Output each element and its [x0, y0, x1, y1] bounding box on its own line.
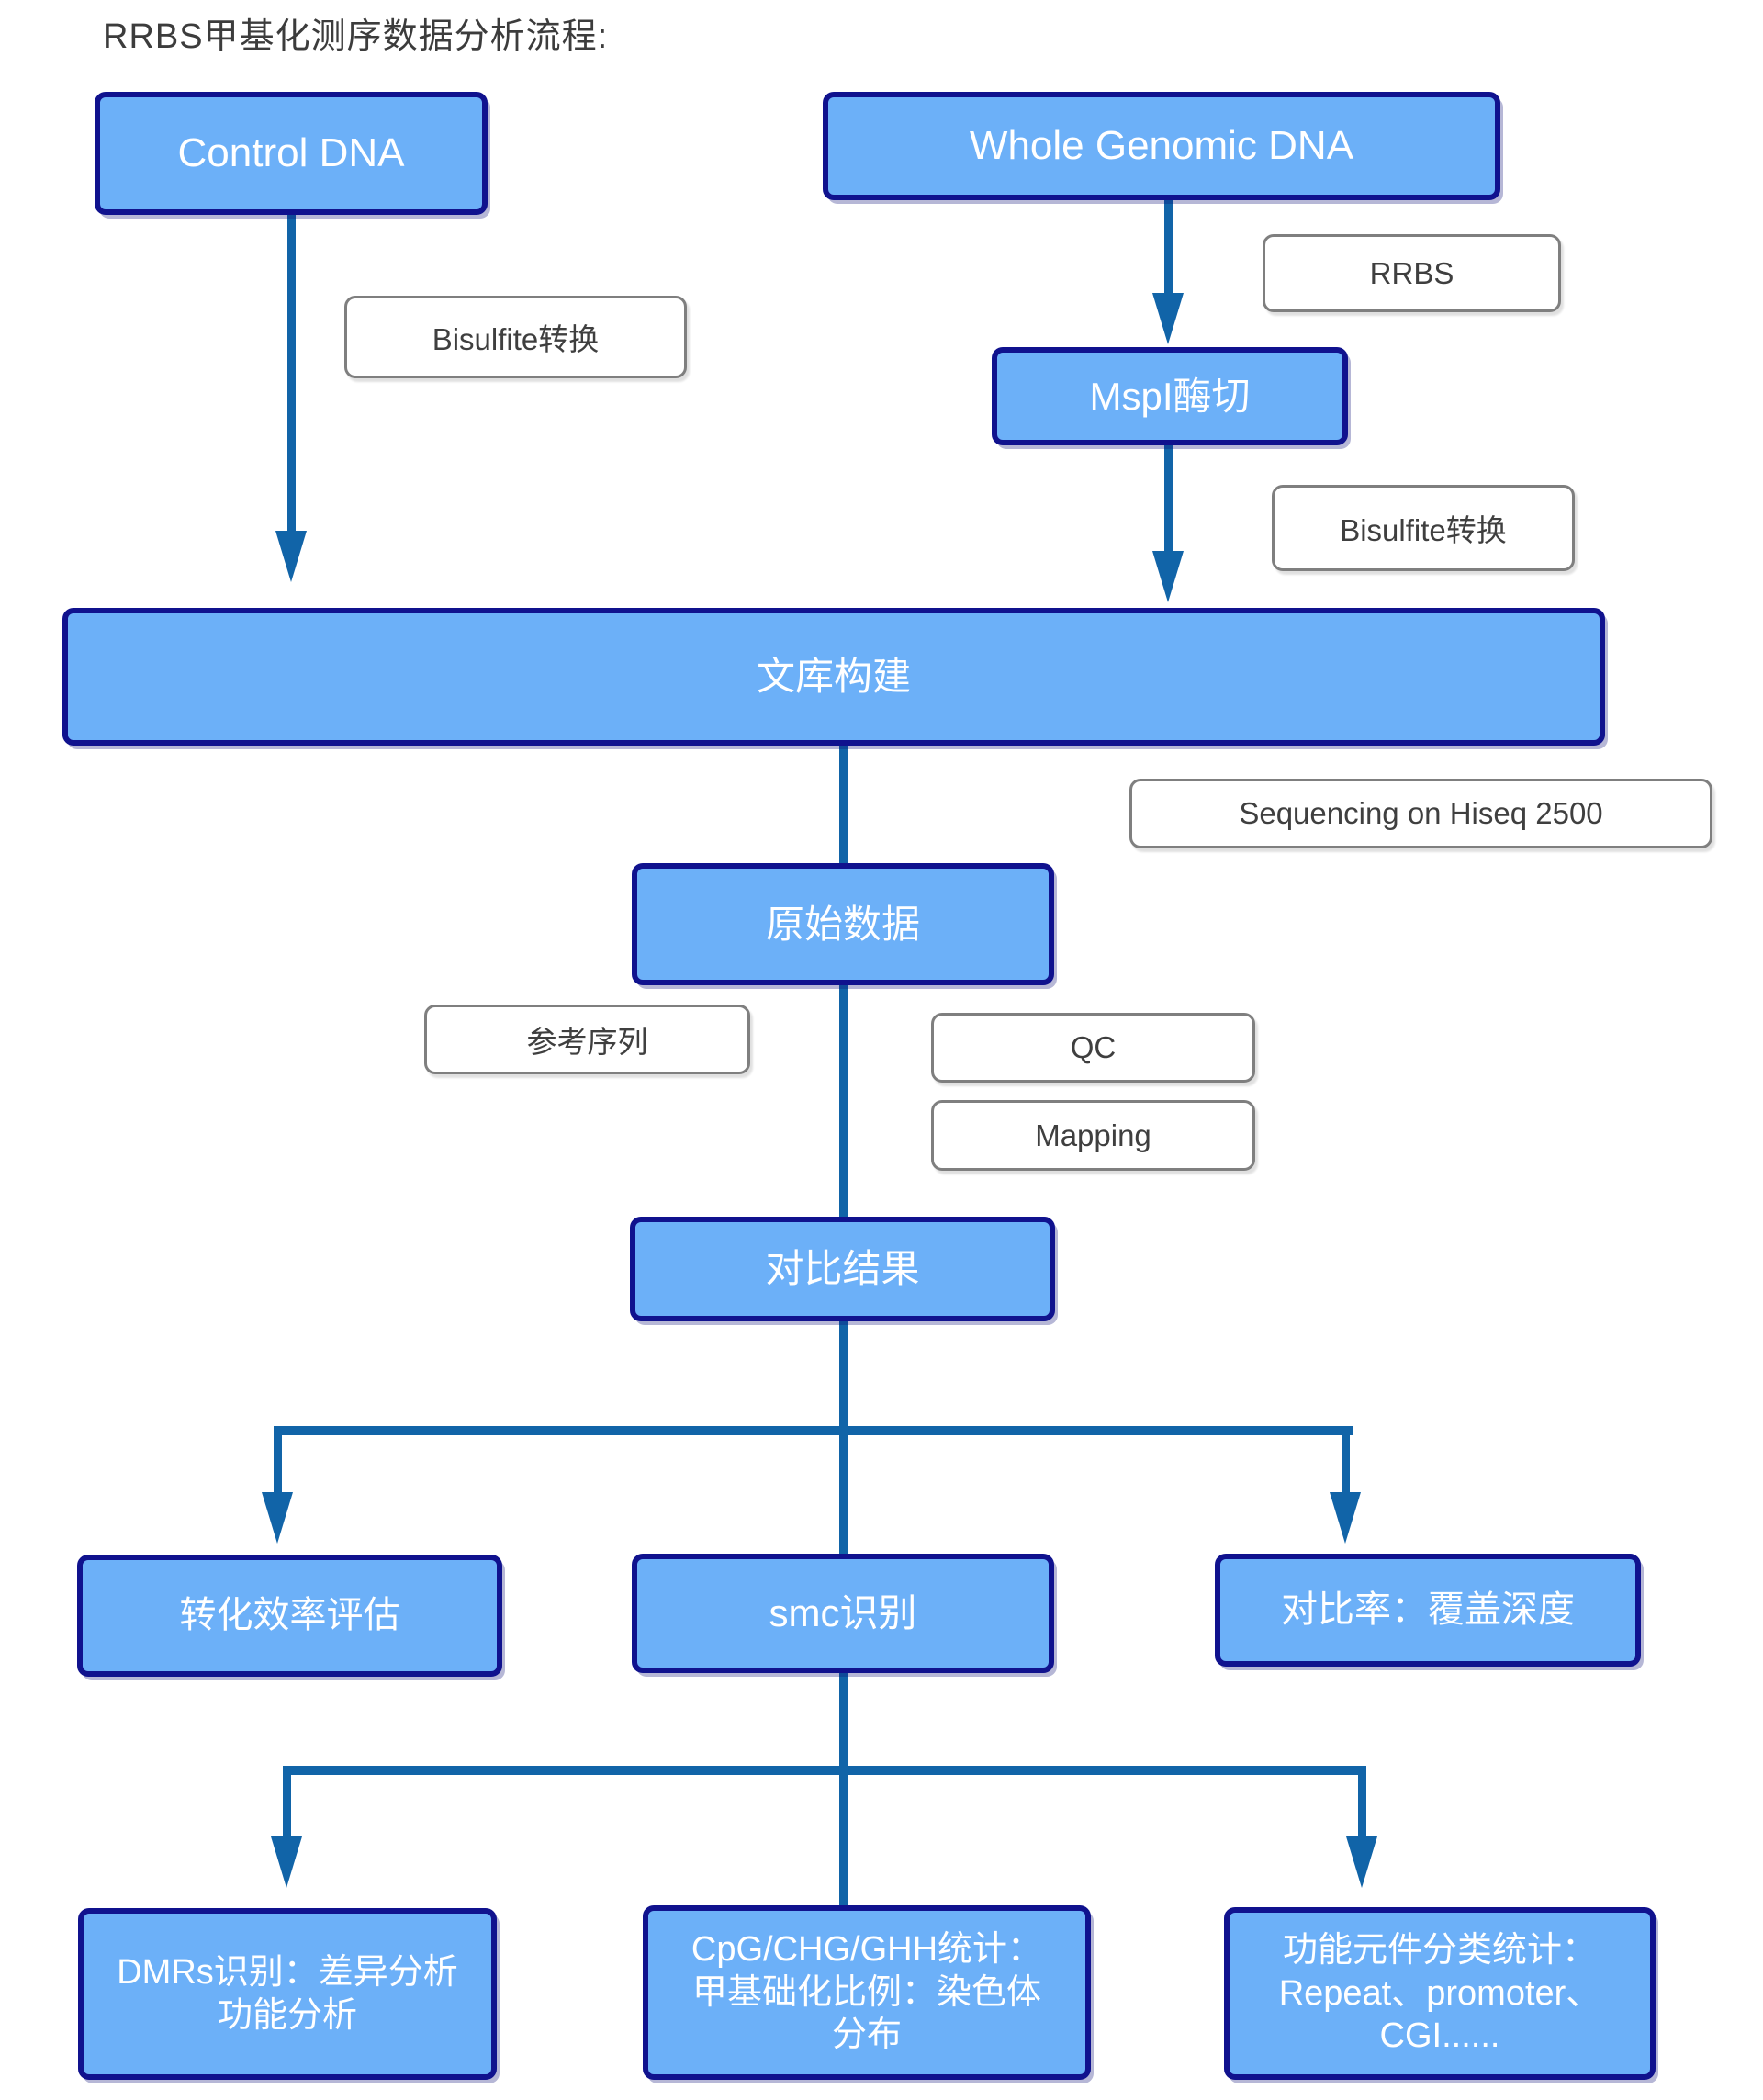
node-conversion-efficiency-label: 转化效率评估 — [179, 1595, 400, 1636]
arrow-down-icon — [275, 531, 307, 582]
node-alignment-result: 对比结果 — [630, 1217, 1055, 1321]
label-bisulfite-left-text: Bisulfite转换 — [432, 322, 600, 356]
node-functional-elements: 功能元件分类统计： Repeat、promoter、 CGI...... — [1224, 1907, 1656, 2080]
label-mapping-text: Mapping — [1035, 1117, 1151, 1152]
node-functional-elements-label: 功能元件分类统计： Repeat、promoter、 CGI...... — [1278, 1931, 1601, 2056]
node-cpg-stats: CpG/CHG/GHH统计： 甲基础化比例：染色体 分布 — [643, 1905, 1091, 2080]
label-rrbs-text: RRBS — [1369, 255, 1454, 290]
branch1-horizontal-line — [274, 1426, 1353, 1435]
arrow-down-icon — [1330, 1492, 1361, 1544]
page-title: RRBS甲基化测序数据分析流程: — [103, 17, 609, 56]
node-raw-data: 原始数据 — [632, 863, 1054, 985]
label-qc-text: QC — [1070, 1030, 1117, 1064]
node-mspi-digest-label: MspI酶切 — [1089, 374, 1251, 418]
node-whole-genomic-dna-label: Whole Genomic DNA — [969, 123, 1354, 169]
label-reference-seq-text: 参考序列 — [526, 1025, 648, 1059]
branch2-left-drop-line — [283, 1772, 291, 1836]
node-mapping-rate-depth: 对比率：覆盖深度 — [1215, 1554, 1641, 1667]
label-reference-seq: 参考序列 — [424, 1005, 750, 1074]
label-bisulfite-left: Bisulfite转换 — [344, 296, 687, 378]
connector-smc-to-cpg-line — [839, 1673, 848, 1905]
node-alignment-result-label: 对比结果 — [765, 1247, 920, 1291]
node-smc-identification-label: smc识别 — [769, 1591, 917, 1635]
node-cpg-stats-label: CpG/CHG/GHH统计： 甲基础化比例：染色体 分布 — [691, 1930, 1043, 2055]
node-library-construction: 文库构建 — [62, 608, 1605, 746]
connector-wgd-to-mspi-line — [1164, 199, 1173, 293]
label-bisulfite-right-text: Bisulfite转换 — [1340, 513, 1507, 547]
label-sequencing-text: Sequencing on Hiseq 2500 — [1239, 796, 1603, 830]
node-smc-identification: smc识别 — [632, 1554, 1054, 1673]
node-mapping-rate-depth-label: 对比率：覆盖深度 — [1281, 1589, 1575, 1631]
node-dmrs-label: DMRs识别：差异分析 功能分析 — [117, 1953, 458, 2035]
label-bisulfite-right: Bisulfite转换 — [1272, 485, 1575, 571]
branch2-horizontal-line — [283, 1766, 1366, 1775]
node-library-construction-label: 文库构建 — [756, 655, 911, 699]
label-rrbs: RRBS — [1263, 234, 1561, 312]
node-control-dna: Control DNA — [95, 92, 488, 215]
connector-mspi-to-library-line — [1164, 445, 1173, 551]
branch1-right-drop-line — [1342, 1432, 1350, 1492]
arrow-down-icon — [1152, 551, 1184, 602]
node-control-dna-label: Control DNA — [177, 130, 405, 176]
node-raw-data-label: 原始数据 — [765, 902, 920, 946]
connector-alignment-to-smc-line — [839, 1320, 848, 1555]
arrow-down-icon — [262, 1492, 293, 1544]
branch2-right-drop-line — [1358, 1772, 1366, 1836]
connector-rawdata-to-alignment-line — [839, 984, 848, 1217]
node-whole-genomic-dna: Whole Genomic DNA — [823, 92, 1500, 200]
node-mspi-digest: MspI酶切 — [992, 347, 1348, 445]
branch1-left-drop-line — [274, 1432, 282, 1492]
label-qc: QC — [931, 1013, 1255, 1083]
arrow-down-icon — [1346, 1836, 1377, 1888]
arrow-down-icon — [1152, 293, 1184, 344]
connector-control-to-library-line — [287, 215, 296, 531]
arrow-down-icon — [271, 1836, 302, 1888]
label-sequencing: Sequencing on Hiseq 2500 — [1129, 779, 1712, 848]
node-conversion-efficiency: 转化效率评估 — [77, 1555, 502, 1677]
node-dmrs: DMRs识别：差异分析 功能分析 — [78, 1908, 497, 2080]
connector-library-to-rawdata-line — [839, 744, 848, 863]
label-mapping: Mapping — [931, 1100, 1255, 1171]
